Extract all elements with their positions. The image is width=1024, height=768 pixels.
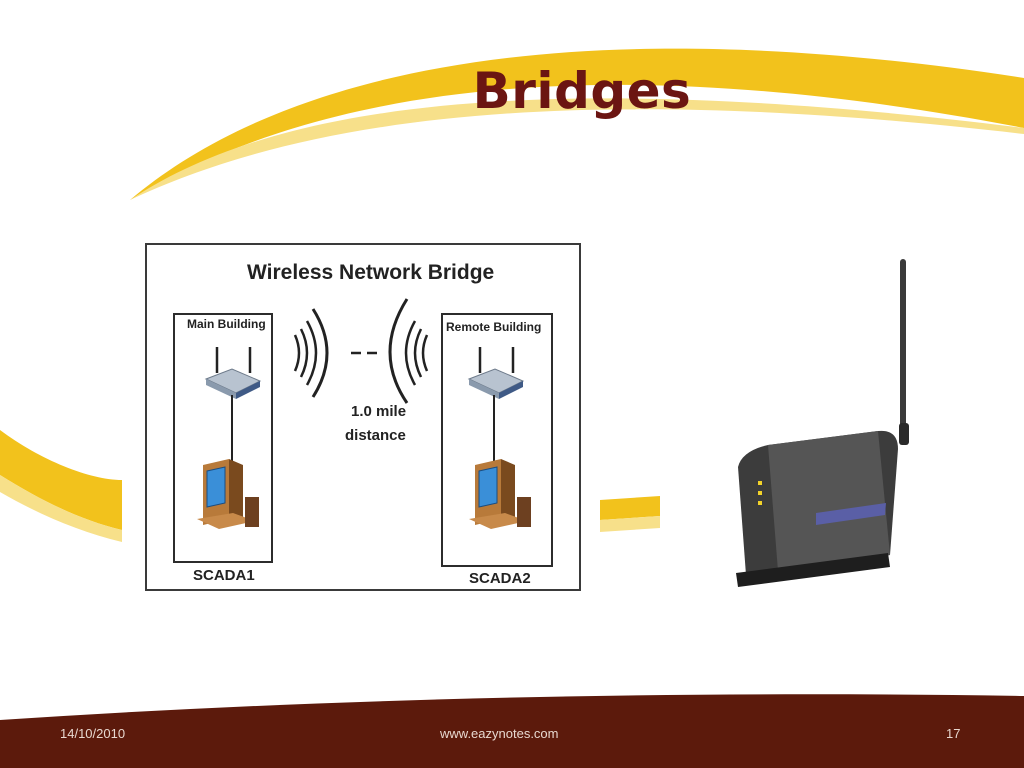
distance-label-line2: distance <box>345 427 406 444</box>
scada2-computer-icon <box>469 459 531 529</box>
scada1-caption: SCADA1 <box>193 567 255 584</box>
main-router-icon <box>204 347 262 399</box>
scada1-computer-icon <box>197 459 259 529</box>
main-connection-line <box>231 395 233 465</box>
wireless-bridge-device-image <box>736 259 909 587</box>
remote-router-icon <box>467 347 525 399</box>
footer-date: 14/10/2010 <box>60 726 126 741</box>
side-swoosh-decoration <box>0 430 660 542</box>
footer-website: www.eazynotes.com <box>440 726 559 741</box>
footer-page-number: 17 <box>946 726 961 741</box>
footer-band <box>0 694 1024 768</box>
diagram-title: Wireless Network Bridge <box>247 261 495 284</box>
top-swoosh-decoration <box>130 48 1024 200</box>
slide-title: Bridges <box>472 62 692 120</box>
remote-building-box: Remote Building <box>441 313 553 567</box>
scada2-caption: SCADA2 <box>469 570 531 587</box>
wireless-signal-waves <box>293 298 429 404</box>
remote-connection-line <box>493 395 495 465</box>
remote-building-label: Remote Building <box>446 320 542 334</box>
distance-label-line1: 1.0 mile <box>351 403 407 420</box>
main-building-box: Main Building <box>173 313 273 563</box>
main-building-label: Main Building <box>187 317 266 331</box>
wireless-bridge-diagram: Wireless Network Bridge Main Building Re… <box>145 243 581 591</box>
